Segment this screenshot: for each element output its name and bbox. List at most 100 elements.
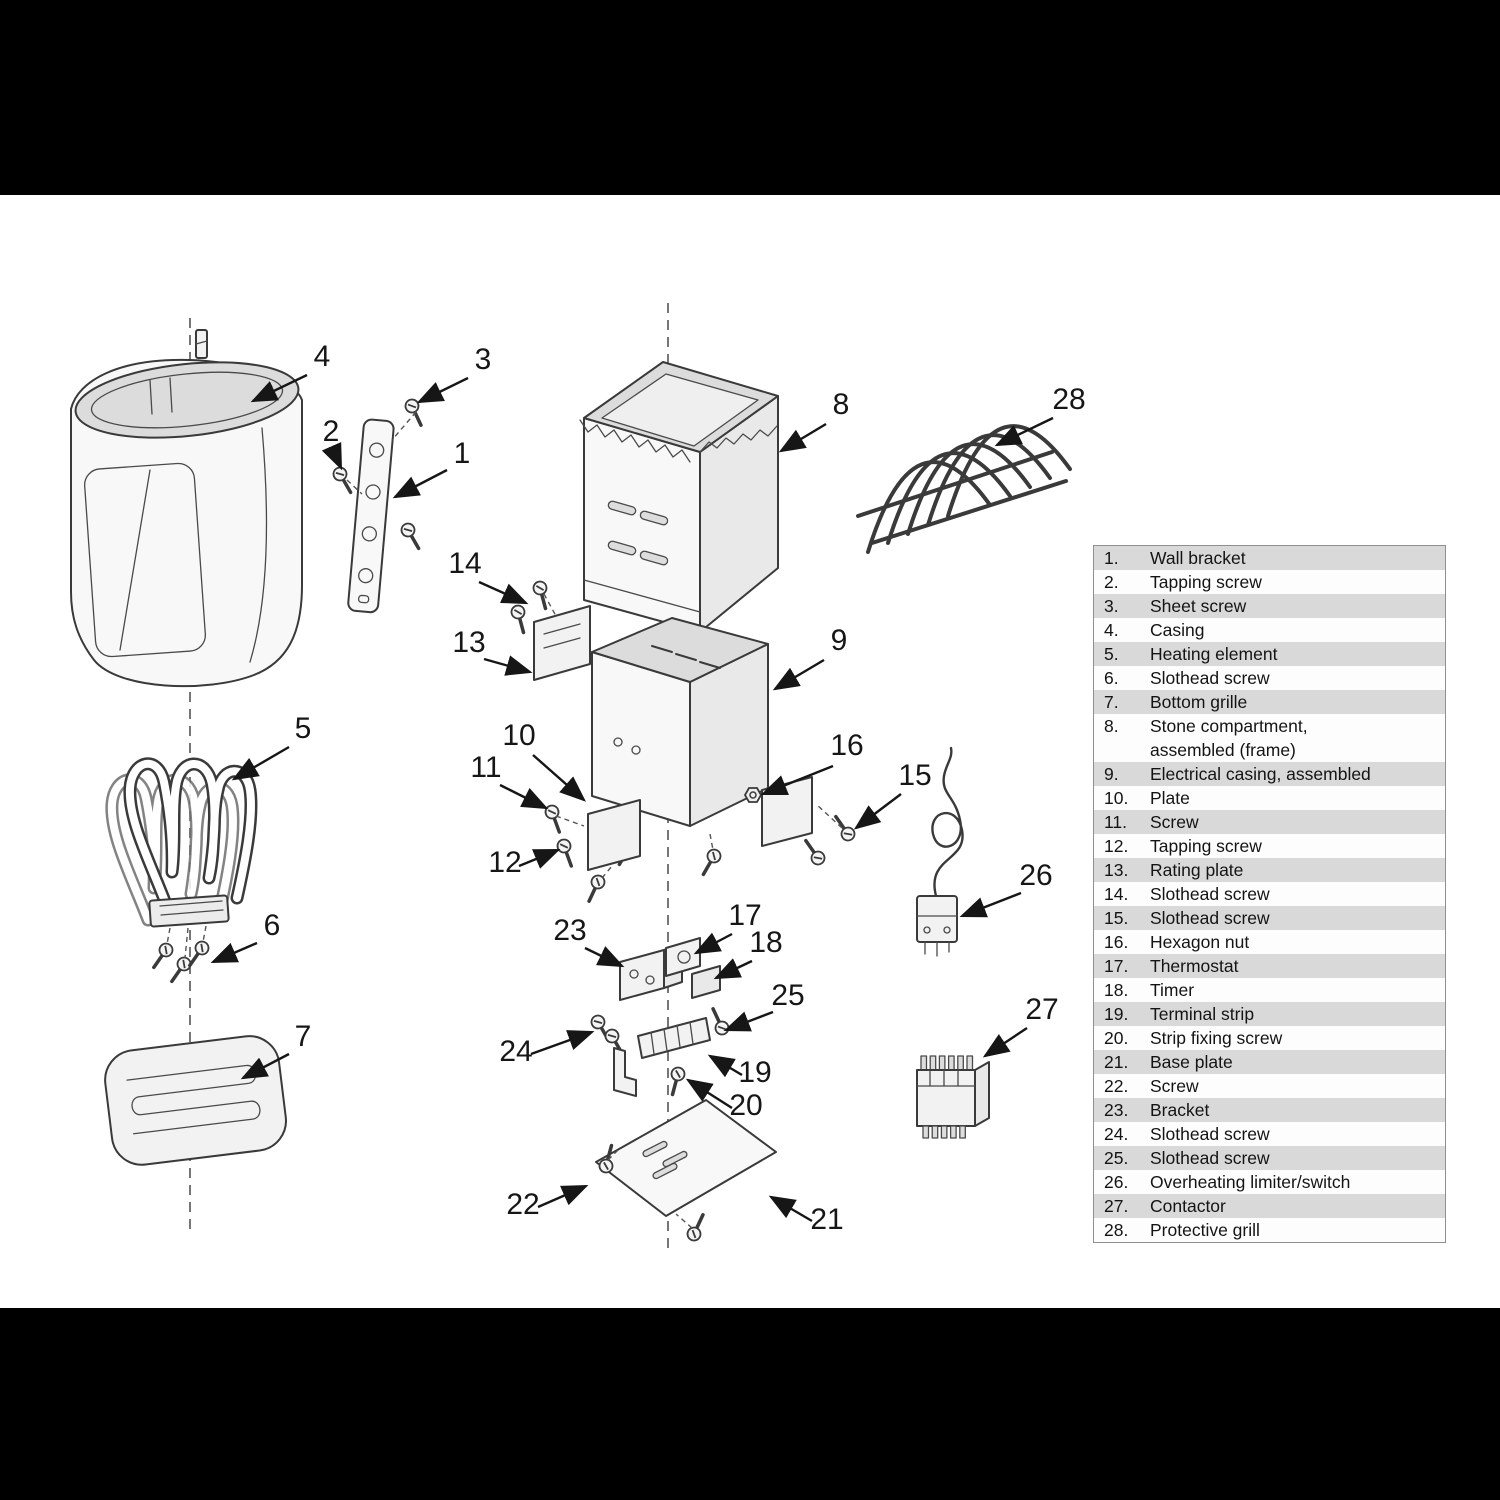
callout-number-21: 21 [810, 1203, 843, 1236]
part-number: 11. [1104, 812, 1128, 832]
parts-list-row: 2.Tapping screw [1094, 570, 1445, 594]
callout-number-17: 17 [728, 899, 761, 932]
part-name: Stone compartment,assembled (frame) [1150, 716, 1308, 760]
parts-list-row: 10.Plate [1094, 786, 1445, 810]
part-number: 13. [1104, 860, 1129, 880]
part-heating-element [105, 757, 258, 928]
part-number: 19. [1104, 1004, 1129, 1024]
part-number: 10. [1104, 788, 1129, 808]
part-number: 23. [1104, 1100, 1129, 1120]
parts-list-row: 28.Protective grill [1094, 1218, 1445, 1242]
callout-arrow-7 [240, 1052, 290, 1080]
callout-number-10: 10 [502, 719, 535, 752]
callout-arrow-28 [994, 416, 1054, 447]
parts-list-row: 25.Slothead screw [1094, 1146, 1445, 1170]
part-name: Electrical casing, assembled [1150, 764, 1371, 784]
slothead-screws-24 [586, 1012, 630, 1057]
callout-arrow-21 [768, 1195, 813, 1223]
part-casing [70, 329, 303, 688]
screw-below-plate [579, 871, 611, 903]
callout-number-20: 20 [729, 1089, 762, 1122]
part-name: Tapping screw [1150, 836, 1262, 856]
part-overheat-limiter [916, 746, 964, 957]
slothead-screws-6 [148, 925, 213, 984]
callout-arrow-5 [231, 745, 290, 781]
part-number: 27. [1104, 1196, 1129, 1216]
callout-arrow-9 [772, 658, 825, 691]
callout-arrow-22 [537, 1184, 589, 1209]
callout-arrow-8 [778, 422, 827, 453]
callout-number-15: 15 [898, 759, 931, 792]
letterbox-top [0, 0, 1500, 195]
part-name: Slothead screw [1150, 1124, 1270, 1144]
part-number: 6. [1104, 668, 1119, 688]
part-name: Protective grill [1150, 1220, 1260, 1240]
callout-arrow-25 [723, 1010, 774, 1032]
part-base-plate [595, 1099, 777, 1217]
part-number: 26. [1104, 1172, 1129, 1192]
part-number: 14. [1104, 884, 1129, 904]
part-bottom-grille [104, 1035, 287, 1166]
part-thermostat-17 [665, 937, 701, 977]
part-number: 18. [1104, 980, 1129, 1000]
callout-number-14: 14 [448, 547, 481, 580]
parts-list-row: 16.Hexagon nut [1094, 930, 1445, 954]
callout-number-9: 9 [831, 624, 848, 657]
callout-number-5: 5 [295, 712, 312, 745]
part-number: 21. [1104, 1052, 1129, 1072]
screws-22 [591, 1143, 713, 1245]
callout-arrow-6 [210, 941, 258, 964]
part-number: 25. [1104, 1148, 1129, 1168]
callout-number-11: 11 [470, 751, 501, 784]
callout-number-12: 12 [488, 846, 521, 879]
parts-list-row: 9.Electrical casing, assembled [1094, 762, 1445, 786]
callout-arrow-18 [713, 958, 753, 980]
part-number: 24. [1104, 1124, 1129, 1144]
part-name: Hexagon nut [1150, 932, 1250, 952]
parts-list-row: 11.Screw [1094, 810, 1445, 834]
callout-number-25: 25 [771, 979, 804, 1012]
parts-list-row: 3.Sheet screw [1094, 594, 1445, 618]
parts-list-row: 12. Tapping screw [1094, 834, 1445, 858]
part-name: Casing [1150, 620, 1205, 640]
part-name: Screw [1150, 1076, 1199, 1096]
parts-list-row: 21.Base plate [1094, 1050, 1445, 1074]
parts-list-row: 4.Casing [1094, 618, 1445, 642]
part-protective-grill [856, 424, 1072, 554]
part-timer-18 [691, 965, 721, 999]
callout-arrow-17 [693, 932, 733, 955]
callout-arrow-13 [483, 655, 533, 676]
parts-list-row: 26.Overheating limiter/switch [1094, 1170, 1445, 1194]
parts-list-row: 5.Heating element [1094, 642, 1445, 666]
parts-list-row: 23.Bracket [1094, 1098, 1445, 1122]
part-name: Thermostat [1150, 956, 1239, 976]
callout-number-8: 8 [833, 388, 850, 421]
part-name: Tapping screw [1150, 572, 1262, 592]
parts-list-row: 6.Slothead screw [1094, 666, 1445, 690]
parts-list-row: 17.Thermostat [1094, 954, 1445, 978]
part-plate-right [761, 776, 813, 847]
callout-number-28: 28 [1052, 383, 1085, 416]
part-number: 7. [1104, 692, 1119, 712]
callout-arrow-23 [584, 946, 625, 968]
callout-arrow-2 [321, 441, 343, 471]
parts-list-row: 18.Timer [1094, 978, 1445, 1002]
parts-list-row: 22. Screw [1094, 1074, 1445, 1098]
callout-number-24: 24 [499, 1035, 532, 1068]
small-angle-bracket [613, 1047, 637, 1097]
slothead-screws-14 [503, 577, 558, 635]
parts-list-row: 19.Terminal strip [1094, 1002, 1445, 1026]
part-number: 12. [1104, 836, 1129, 856]
part-number: 22. [1104, 1076, 1129, 1096]
parts-list-row: 1.Wall bracket [1094, 546, 1445, 570]
callout-arrow-3 [416, 376, 469, 404]
parts-list-row: 7. Bottom grille [1094, 690, 1445, 714]
callout-number-1: 1 [454, 437, 471, 470]
callout-arrow-16 [760, 764, 834, 796]
part-name: Bottom grille [1150, 692, 1248, 712]
callout-arrow-11 [499, 783, 549, 810]
part-number: 1. [1104, 548, 1119, 568]
part-name: Slothead screw [1150, 884, 1270, 904]
